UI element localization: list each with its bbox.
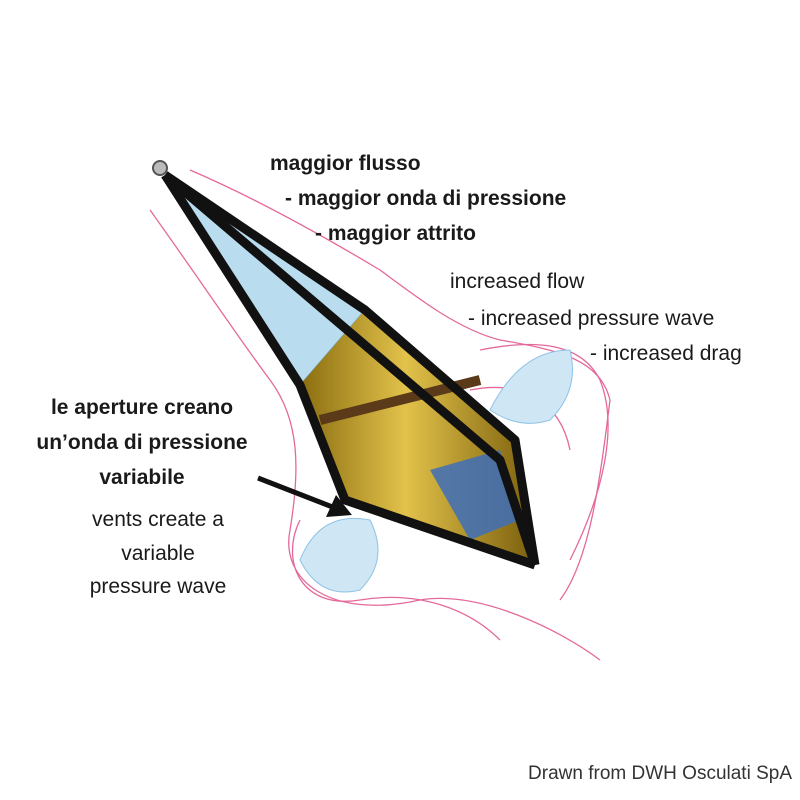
en-vents-label-3: pressure wave <box>89 575 227 598</box>
en-flow-label-1: increased flow <box>450 270 585 293</box>
credit-text: Drawn from DWH Osculati SpA <box>528 763 792 784</box>
swivel-ring <box>152 160 168 176</box>
en-vents-label-1: vents create a <box>92 508 224 531</box>
drogue-frame <box>161 171 540 570</box>
en-vents-label-2: variable <box>121 542 195 565</box>
en-flow-label-3: - increased drag <box>590 342 742 365</box>
water-spray <box>299 349 573 593</box>
it-vents-label-2: un’onda di pressione <box>36 431 248 454</box>
it-flow-label-3: - maggior attrito <box>315 222 476 245</box>
en-flow-label-2: - increased pressure wave <box>468 307 715 330</box>
it-flow-label-1: maggior flusso <box>270 152 421 175</box>
it-vents-label-3: variabile <box>99 466 185 489</box>
it-vents-label-1: le aperture creano <box>50 396 234 419</box>
vent-pointer-arrow <box>257 475 352 517</box>
it-flow-label-2: - maggior onda di pressione <box>285 187 567 210</box>
drogue-vent <box>430 450 520 540</box>
